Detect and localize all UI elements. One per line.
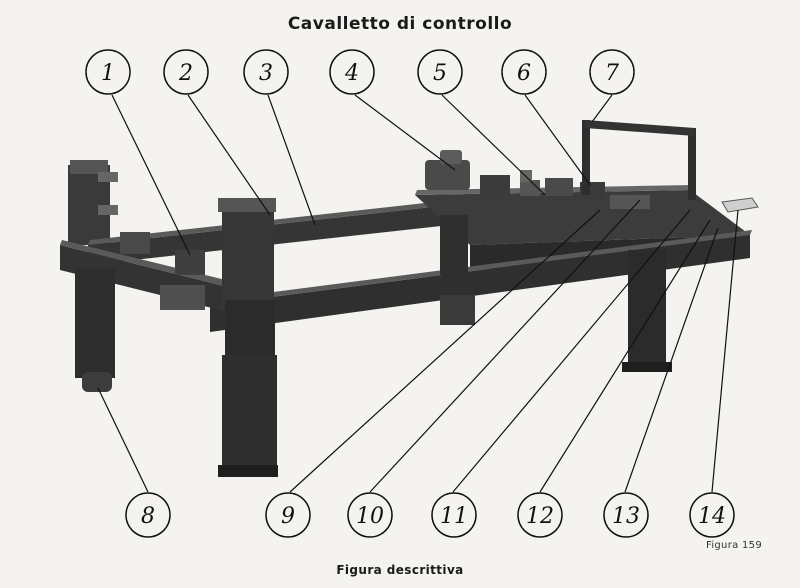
callout-label-7: 7 <box>605 61 619 86</box>
leader-line-11 <box>452 209 691 493</box>
callout-2: 2 <box>163 49 209 95</box>
figure-number: Figura 159 <box>706 540 762 551</box>
leader-line-1 <box>111 94 191 256</box>
callout-8: 8 <box>125 492 171 538</box>
callout-6: 6 <box>501 49 547 95</box>
callout-label-11: 11 <box>440 504 468 529</box>
callout-9: 9 <box>265 492 311 538</box>
leader-line-9 <box>289 209 601 493</box>
callout-label-4: 4 <box>344 61 359 86</box>
callout-label-10: 10 <box>356 504 384 529</box>
leader-line-7 <box>591 94 613 123</box>
callout-label-13: 13 <box>612 504 640 529</box>
leader-line-3 <box>267 94 316 226</box>
callout-label-2: 2 <box>178 61 193 86</box>
leader-line-4 <box>354 94 456 171</box>
callout-10: 10 <box>347 492 393 538</box>
callout-12: 12 <box>517 492 563 538</box>
callout-5: 5 <box>417 49 463 95</box>
leader-lines <box>97 94 739 493</box>
leader-line-8 <box>97 387 149 493</box>
callout-label-6: 6 <box>517 61 531 86</box>
callout-11: 11 <box>431 492 477 538</box>
figure-caption: Figura descrittiva <box>336 563 464 577</box>
callout-14: 14 <box>689 492 735 538</box>
callout-label-5: 5 <box>433 61 447 86</box>
callout-7: 7 <box>589 49 635 95</box>
callout-13: 13 <box>603 492 649 538</box>
callout-label-1: 1 <box>101 61 115 86</box>
leader-line-6 <box>524 94 591 186</box>
callout-4: 4 <box>329 49 375 95</box>
callout-label-8: 8 <box>141 504 155 529</box>
leader-line-13 <box>624 227 719 493</box>
callout-1: 1 <box>85 49 131 95</box>
callout-3: 3 <box>243 49 289 95</box>
leader-line-2 <box>187 94 271 216</box>
callout-label-12: 12 <box>526 504 554 529</box>
leader-line-5 <box>441 94 546 196</box>
callout-label-9: 9 <box>281 504 295 529</box>
callouts: 1 2 3 4 5 6 7 <box>85 49 735 538</box>
callout-label-14: 14 <box>698 504 726 529</box>
test-stand-illustration <box>60 120 759 477</box>
leader-line-14 <box>711 209 739 493</box>
figure-title: Cavalletto di controllo <box>287 14 513 34</box>
callout-label-3: 3 <box>259 61 273 86</box>
leader-line-10 <box>369 199 641 493</box>
leader-line-12 <box>539 219 711 493</box>
